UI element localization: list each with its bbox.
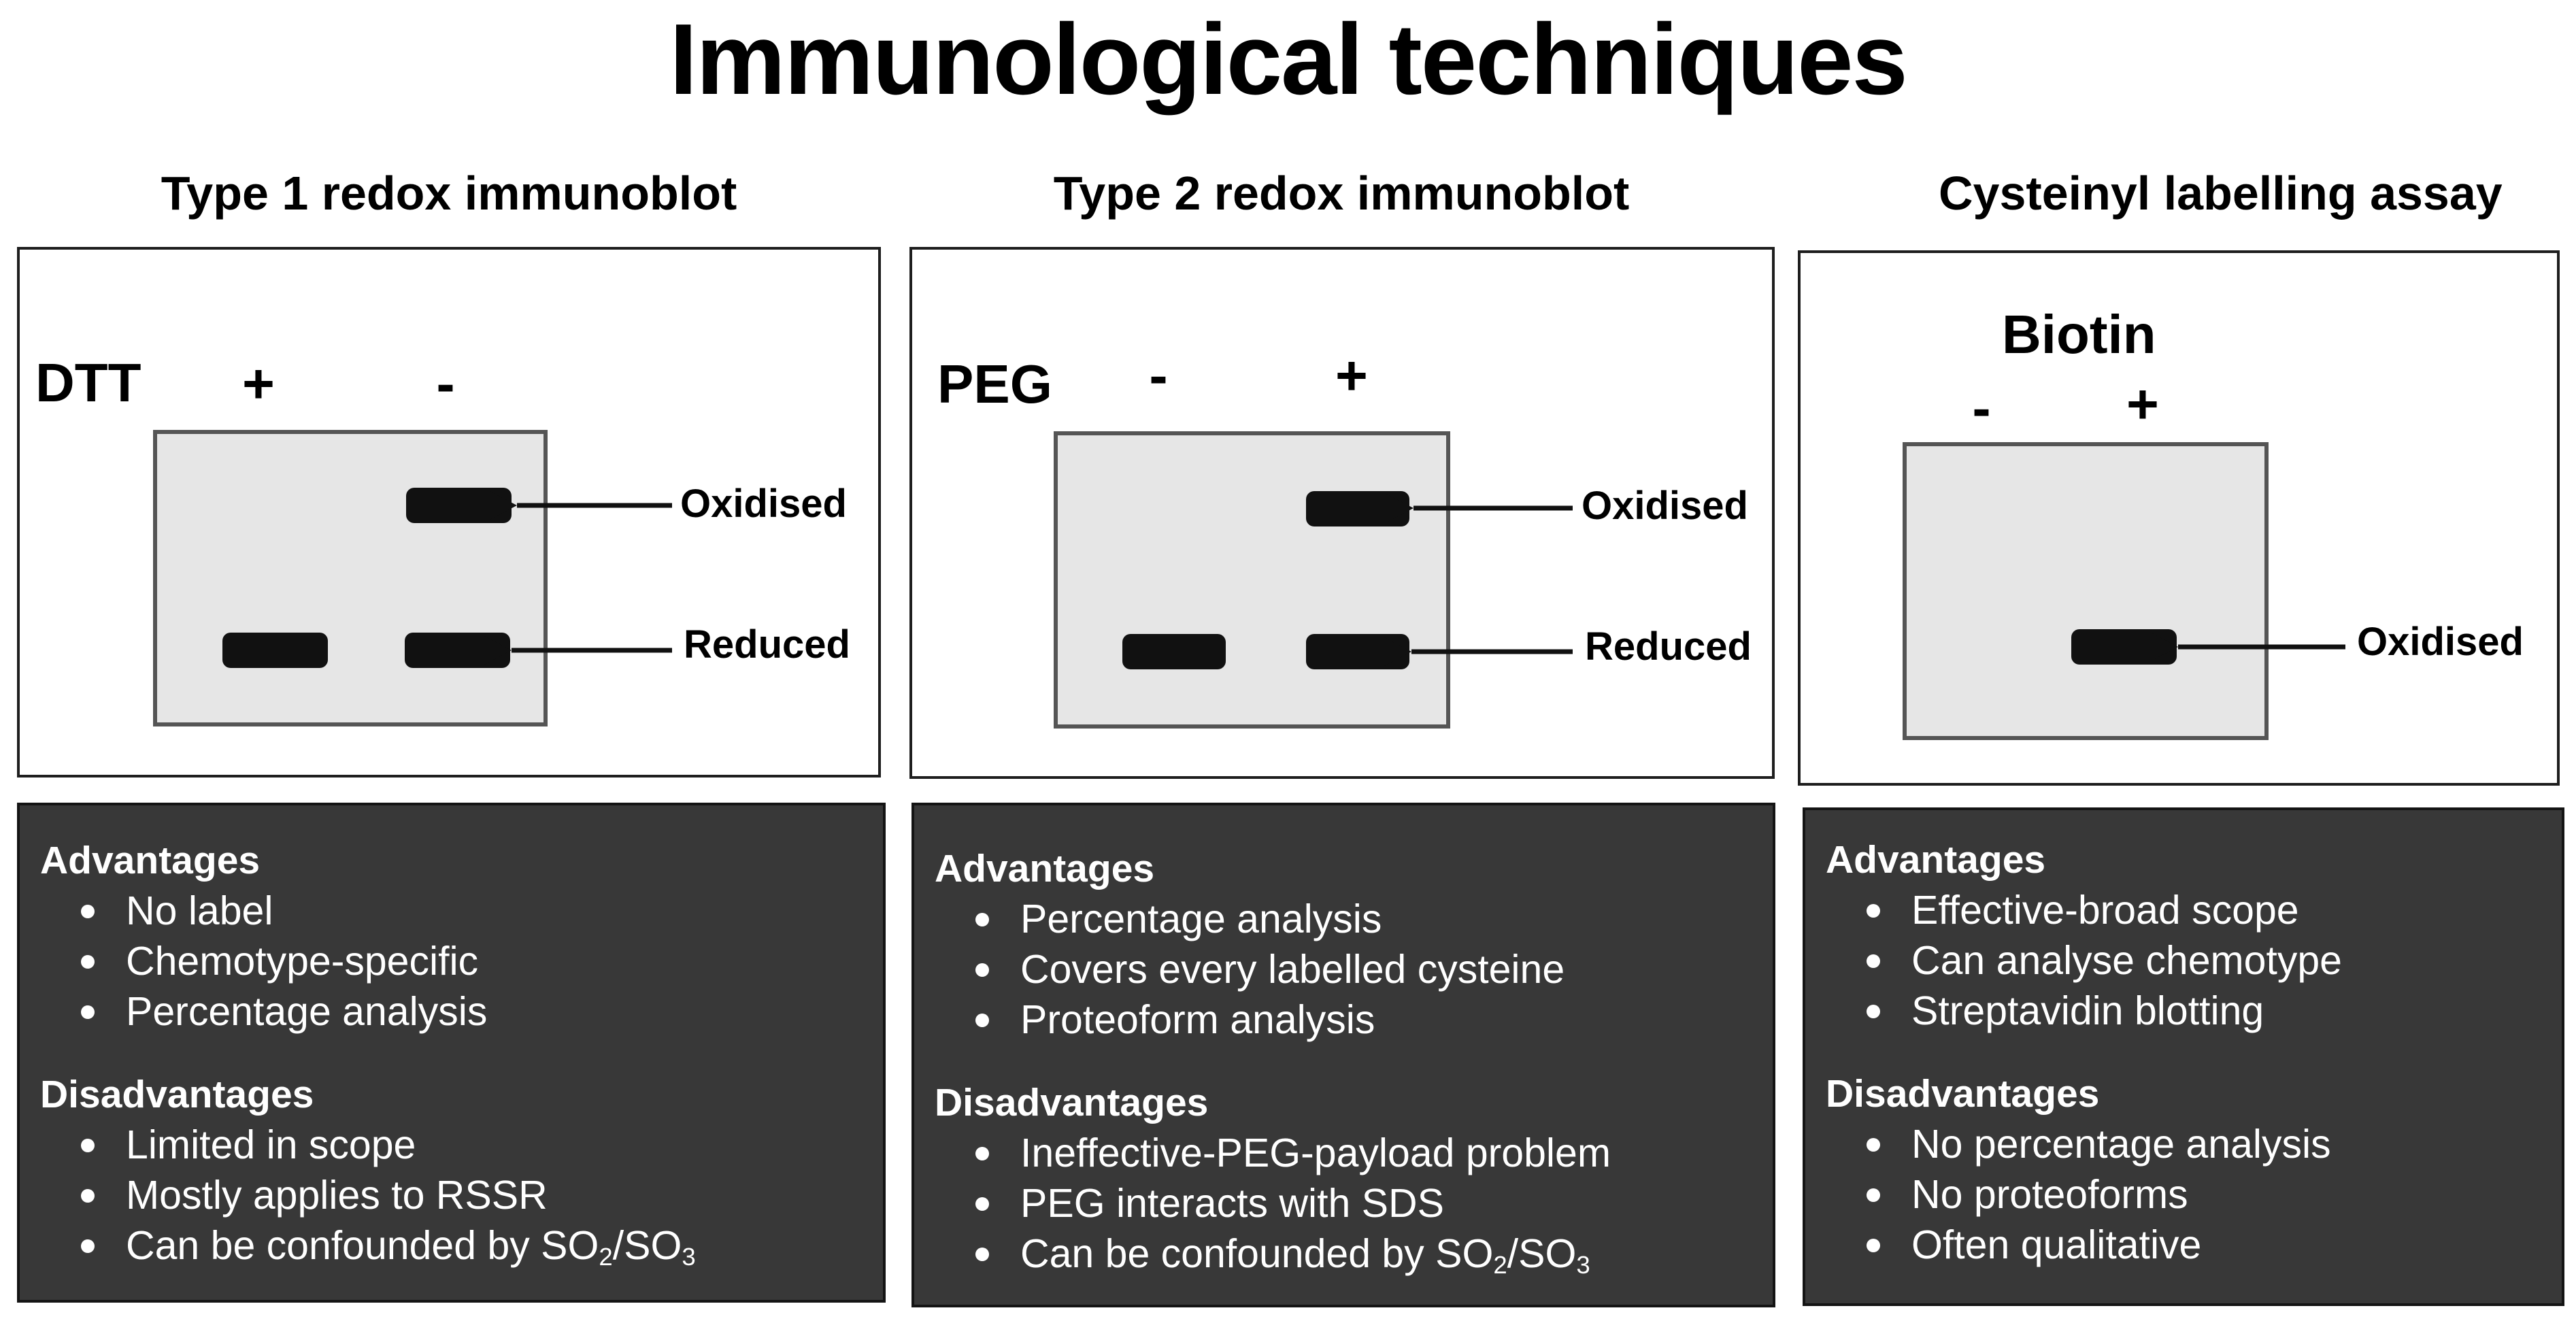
list-item: Streptavidin blotting bbox=[1826, 986, 2562, 1036]
advantages-heading: Advantages bbox=[935, 847, 1155, 890]
lane-label-minus: - bbox=[436, 353, 455, 415]
bullet-icon bbox=[975, 1197, 989, 1211]
bullet-icon bbox=[1867, 954, 1880, 968]
list-item: Effective-broad scope bbox=[1826, 885, 2562, 935]
advantages-heading: Advantages bbox=[1826, 838, 2046, 882]
list-item: PEG interacts with SDS bbox=[935, 1178, 1773, 1228]
gel-blot-type2 bbox=[1054, 431, 1450, 729]
bullet-icon bbox=[1867, 904, 1880, 918]
reagent-label-peg: PEG bbox=[937, 354, 1052, 414]
band-label-reduced: Reduced bbox=[1585, 624, 1752, 669]
list-item: Percentage analysis bbox=[40, 986, 883, 1037]
disadvantages-heading: Disadvantages bbox=[935, 1081, 1209, 1124]
list-item: Mostly applies to RSSR bbox=[40, 1170, 883, 1220]
list-item: No label bbox=[40, 886, 883, 936]
bullet-icon bbox=[975, 963, 989, 977]
column-title-type1: Type 1 redox immunoblot bbox=[161, 167, 737, 220]
bullet-icon bbox=[975, 1147, 989, 1160]
info-box-type1: Advantages No label Chemotype-specific P… bbox=[17, 803, 886, 1303]
list-item: Can be confounded by SO2/SO3 bbox=[935, 1228, 1773, 1279]
gel-blot-type1 bbox=[153, 430, 548, 726]
page-title: Immunological techniques bbox=[669, 3, 1908, 116]
bullet-icon bbox=[1867, 1138, 1880, 1152]
band-label-reduced: Reduced bbox=[684, 622, 850, 667]
band-reduced bbox=[222, 633, 328, 668]
list-item: Covers every labelled cysteine bbox=[935, 944, 1773, 994]
disadvantages-list: Limited in scope Mostly applies to RSSR … bbox=[40, 1120, 883, 1271]
list-item: Proteoform analysis bbox=[935, 994, 1773, 1045]
bullet-icon bbox=[1867, 1188, 1880, 1202]
lane-label-plus: + bbox=[1335, 345, 1368, 407]
disadvantages-heading: Disadvantages bbox=[40, 1073, 314, 1116]
column-title-type2: Type 2 redox immunoblot bbox=[1053, 167, 1630, 220]
band-reduced bbox=[1122, 634, 1226, 669]
band-label-oxidised: Oxidised bbox=[2357, 620, 2524, 664]
advantages-list: No label Chemotype-specific Percentage a… bbox=[40, 886, 883, 1037]
bullet-icon bbox=[81, 955, 95, 969]
column-title-cysteinyl: Cysteinyl labelling assay bbox=[1939, 167, 2503, 220]
disadvantages-heading: Disadvantages bbox=[1826, 1072, 2100, 1116]
bullet-icon bbox=[81, 1005, 95, 1019]
band-label-oxidised: Oxidised bbox=[680, 482, 847, 526]
bullet-icon bbox=[975, 1014, 989, 1027]
list-item: Can be confounded by SO2/SO3 bbox=[40, 1220, 883, 1271]
advantages-list: Percentage analysis Covers every labelle… bbox=[935, 894, 1773, 1045]
bullet-icon bbox=[81, 1189, 95, 1203]
list-item: No percentage analysis bbox=[1826, 1119, 2562, 1169]
lane-label-plus: + bbox=[242, 353, 275, 415]
bullet-icon bbox=[1867, 1005, 1880, 1018]
list-item: Ineffective-PEG-payload problem bbox=[935, 1128, 1773, 1178]
disadvantages-list: No percentage analysis No proteoforms Of… bbox=[1826, 1119, 2562, 1270]
bullet-icon bbox=[975, 1248, 989, 1261]
bullet-icon bbox=[81, 1239, 95, 1253]
bullet-icon bbox=[1867, 1239, 1880, 1252]
lane-label-minus: - bbox=[1972, 378, 1991, 439]
bullet-icon bbox=[975, 913, 989, 926]
info-box-cysteinyl: Advantages Effective-broad scope Can ana… bbox=[1803, 807, 2564, 1306]
list-item: Limited in scope bbox=[40, 1120, 883, 1170]
list-item: Percentage analysis bbox=[935, 894, 1773, 944]
list-item: Chemotype-specific bbox=[40, 936, 883, 986]
info-box-type2: Advantages Percentage analysis Covers ev… bbox=[911, 803, 1775, 1307]
reagent-label-dtt: DTT bbox=[35, 352, 141, 413]
lane-label-minus: - bbox=[1149, 345, 1168, 407]
lane-label-plus: + bbox=[2126, 373, 2159, 435]
gel-blot-cysteinyl bbox=[1903, 442, 2269, 740]
bullet-icon bbox=[81, 1139, 95, 1152]
list-item: No proteoforms bbox=[1826, 1169, 2562, 1220]
advantages-heading: Advantages bbox=[40, 839, 261, 882]
band-label-oxidised: Oxidised bbox=[1582, 484, 1748, 528]
list-item: Often qualitative bbox=[1826, 1220, 2562, 1270]
advantages-list: Effective-broad scope Can analyse chemot… bbox=[1826, 885, 2562, 1036]
reagent-label-biotin: Biotin bbox=[2002, 304, 2156, 365]
list-item: Can analyse chemotype bbox=[1826, 935, 2562, 986]
disadvantages-list: Ineffective-PEG-payload problem PEG inte… bbox=[935, 1128, 1773, 1279]
bullet-icon bbox=[81, 905, 95, 918]
